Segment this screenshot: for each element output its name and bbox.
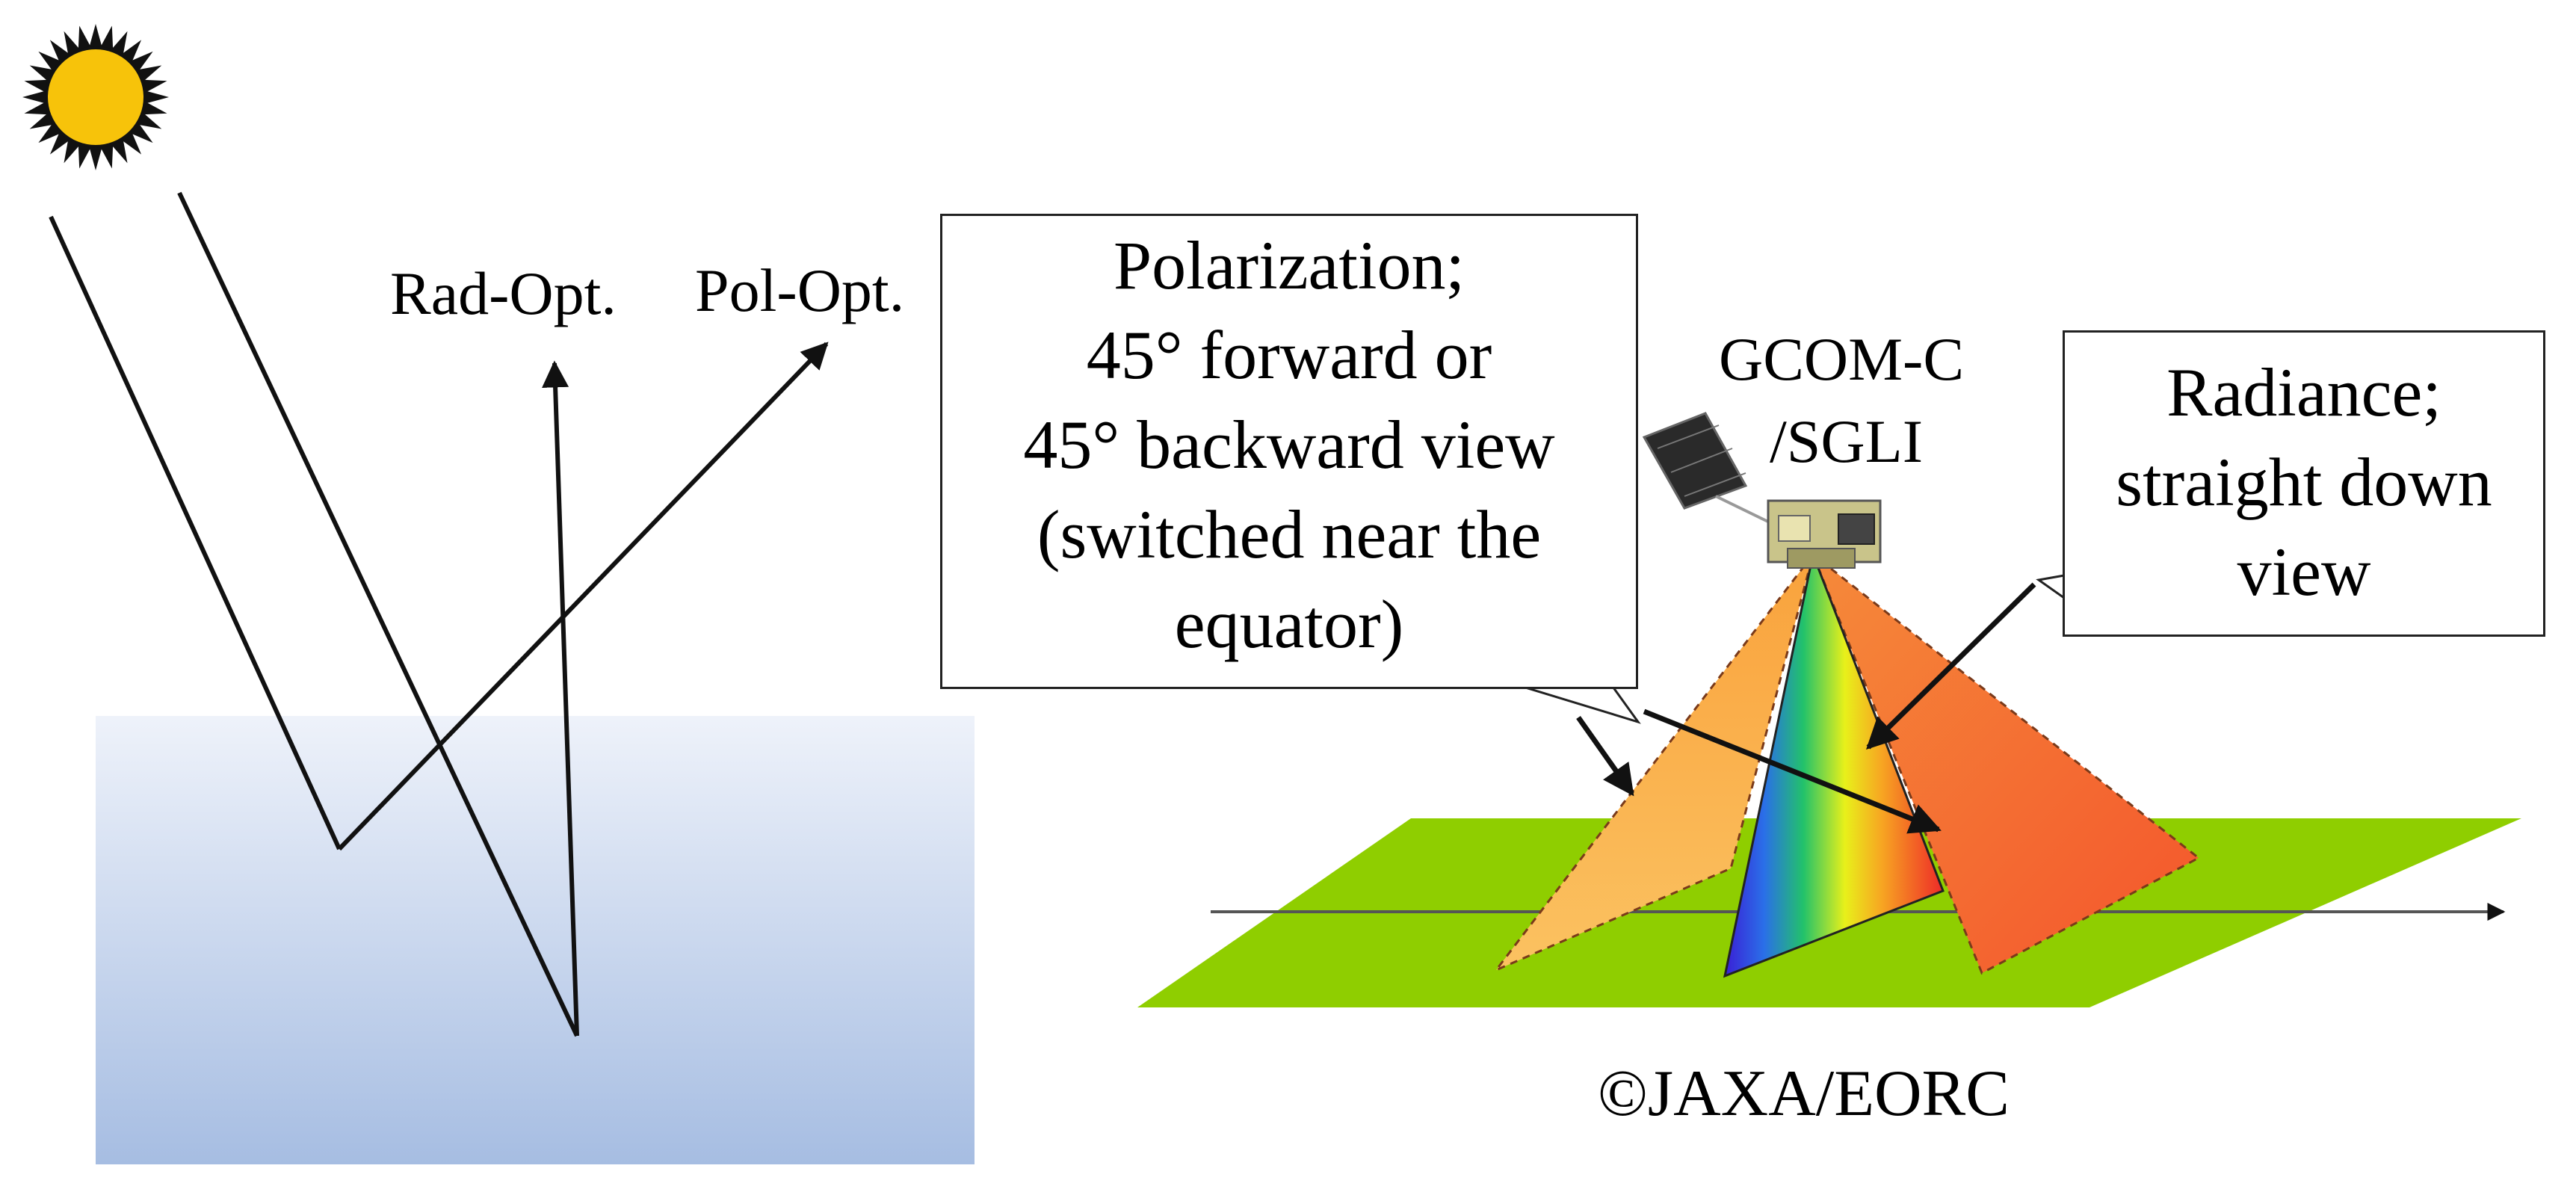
- radiance-callout: Radiance; straight down view: [2063, 330, 2545, 637]
- polarization-callout-line: equator): [1174, 586, 1404, 662]
- radiance-callout-line: Radiance;: [2166, 354, 2441, 430]
- pol-opt-ray: [337, 342, 829, 851]
- incident-ray-1: [49, 215, 342, 850]
- radiance-pointer: [1866, 582, 2036, 750]
- satellite-icon: [1642, 412, 1882, 569]
- copyright-label: ©JAXA/EORC: [1598, 1057, 2010, 1130]
- rad-opt-label: Rad-Opt.: [390, 259, 617, 327]
- polarization-callout-line: 45° backward view: [1023, 407, 1555, 483]
- backward-view-cone: [1492, 554, 1814, 973]
- radiance-callout-line: straight down: [2116, 444, 2492, 520]
- instrument-name-label: /SGLI: [1770, 407, 1923, 475]
- polarization-callout-line: 45° forward or: [1086, 317, 1492, 393]
- satellite-name-label: GCOM-C: [1719, 325, 1965, 393]
- pol-opt-label: Pol-Opt.: [695, 256, 905, 324]
- sun-icon: [22, 24, 169, 170]
- polarization-pointer-2: [1643, 708, 1942, 834]
- forward-view-cone: [1810, 551, 2201, 975]
- radiance-callout-tail: [2036, 574, 2066, 600]
- radiance-callout-line: view: [2237, 534, 2371, 610]
- rad-opt-ray: [542, 360, 579, 1037]
- polarization-callout-line: (switched near the: [1037, 496, 1542, 572]
- water-body: [96, 716, 975, 1164]
- polarization-callout-line: Polarization;: [1113, 227, 1465, 303]
- polarization-callout: Polarization; 45° forward or 45° backwar…: [940, 214, 1638, 689]
- incident-ray-2: [177, 191, 579, 1037]
- polarization-pointer-1: [1576, 715, 1634, 797]
